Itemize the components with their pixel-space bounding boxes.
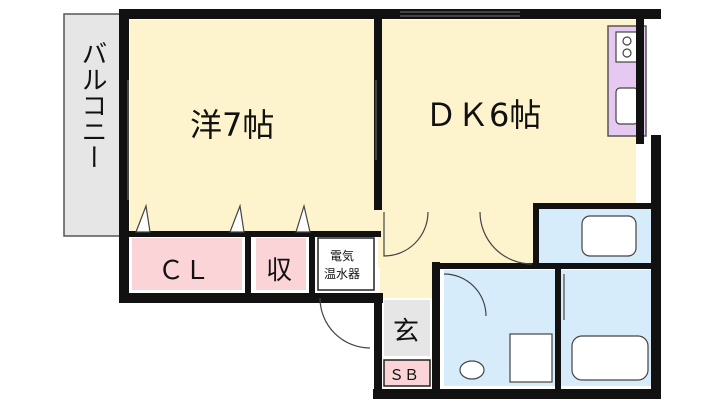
closet-label: ＣＬ xyxy=(158,256,210,286)
western-room-label: 洋7帖 xyxy=(190,106,274,144)
washing-machine-icon xyxy=(509,333,553,383)
storage-label: 収 xyxy=(266,256,292,286)
dining-kitchen-label: ＤＫ6帖 xyxy=(425,96,541,134)
closet-area xyxy=(132,238,242,290)
water-heater-label-line1: 電気 xyxy=(330,248,354,263)
shoe-box-label: ＳＢ xyxy=(389,366,419,384)
closet-door-marks xyxy=(135,203,311,233)
hallway-lower-area xyxy=(380,268,432,298)
hallway-area xyxy=(378,206,538,268)
dining-kitchen-area xyxy=(378,20,636,206)
washbasin-icon xyxy=(459,360,485,380)
storage-area xyxy=(256,238,306,290)
entrance-area xyxy=(384,300,430,356)
windows xyxy=(127,11,520,200)
balcony-label: バルコニー xyxy=(77,40,107,170)
doors xyxy=(319,211,565,349)
western-room-area xyxy=(130,20,378,232)
walls xyxy=(119,9,661,399)
burner-icon xyxy=(622,48,632,58)
water-heater-label-line2: 温水器 xyxy=(324,267,360,281)
bathtub-icon xyxy=(571,335,649,381)
entrance-label: 玄 xyxy=(393,317,419,347)
water-heater-area xyxy=(317,237,375,291)
burner-icon xyxy=(622,36,632,46)
sink-icon xyxy=(615,87,639,125)
balcony-area xyxy=(63,13,121,237)
shoe-box-area xyxy=(383,359,431,387)
toilet-icon xyxy=(581,215,637,257)
